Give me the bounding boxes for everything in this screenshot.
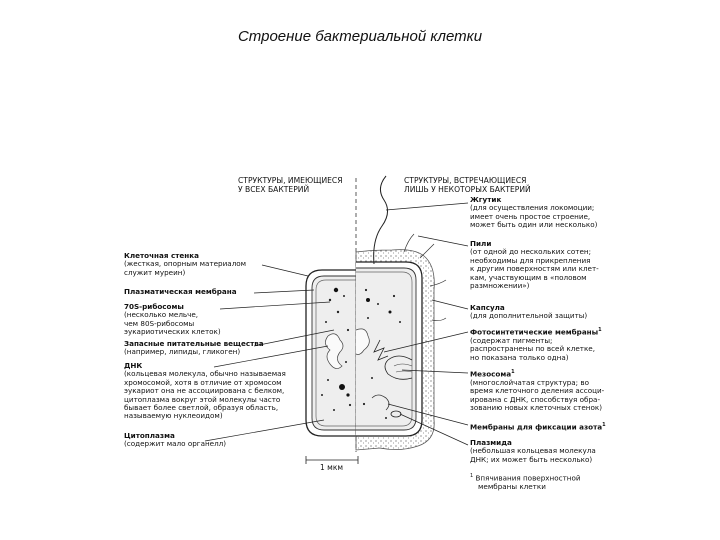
plasmid [390,410,402,418]
right-half-cell [355,175,447,451]
footnote: 1 Впячивания поверхностной мембраны клет… [470,473,581,491]
label-capsule: Капсула (для дополнительной защиты) [470,303,588,321]
nitrogen-membranes [371,394,390,411]
scale-bar-line [305,456,359,464]
right-leader-lines [383,202,469,446]
header-left: СТРУКТУРЫ, ИМЕЮЩИЕСЯ У ВСЕХ БАКТЕРИЙ [238,176,343,194]
label-cytoplasm: Цитоплазма (содержит мало органелл) [124,431,227,449]
nucleoid [325,333,344,369]
page-title: Строение бактериальной клетки [237,28,483,45]
label-plasma-membrane: Плазматическая мембрана [124,287,237,296]
label-mesosome: Мезосома1 (многослойчатая структура; во … [470,369,605,413]
label-plasmid: Плазмида (небольшая кольцевая молекула Д… [470,438,596,464]
label-dna: ДНК (кольцевая молекула, обычно называем… [124,361,286,421]
left-leader-lines [204,264,335,442]
header-right: СТРУКТУРЫ, ВСТРЕЧАЮЩИЕСЯ ЛИШЬ У НЕКОТОРЫ… [404,176,531,194]
label-flagellum: Жгутик (для осуществления локомоции; име… [470,195,598,230]
photosynthetic-membrane [373,339,389,361]
label-pili: Пили (от одной до нескольких сотен; необ… [470,239,599,291]
label-cell-wall: Клеточная стенка (жесткая, опорным матер… [124,251,247,277]
label-nitrogen-membranes: Мембраны для фиксации азота1 [470,422,606,432]
scale-bar-label: 1 мкм [320,463,344,472]
flagellum [373,175,388,265]
label-ribosomes: 70S-рибосомы (несколько мельче, чем 80S-… [124,302,221,337]
label-photosynthetic: Фотосинтетические мембраны1 (содержат пи… [470,327,602,362]
label-storage: Запасные питательные вещества (например,… [124,339,264,357]
pili [403,233,447,322]
mesosome [384,355,413,380]
left-half-cell [305,269,356,437]
